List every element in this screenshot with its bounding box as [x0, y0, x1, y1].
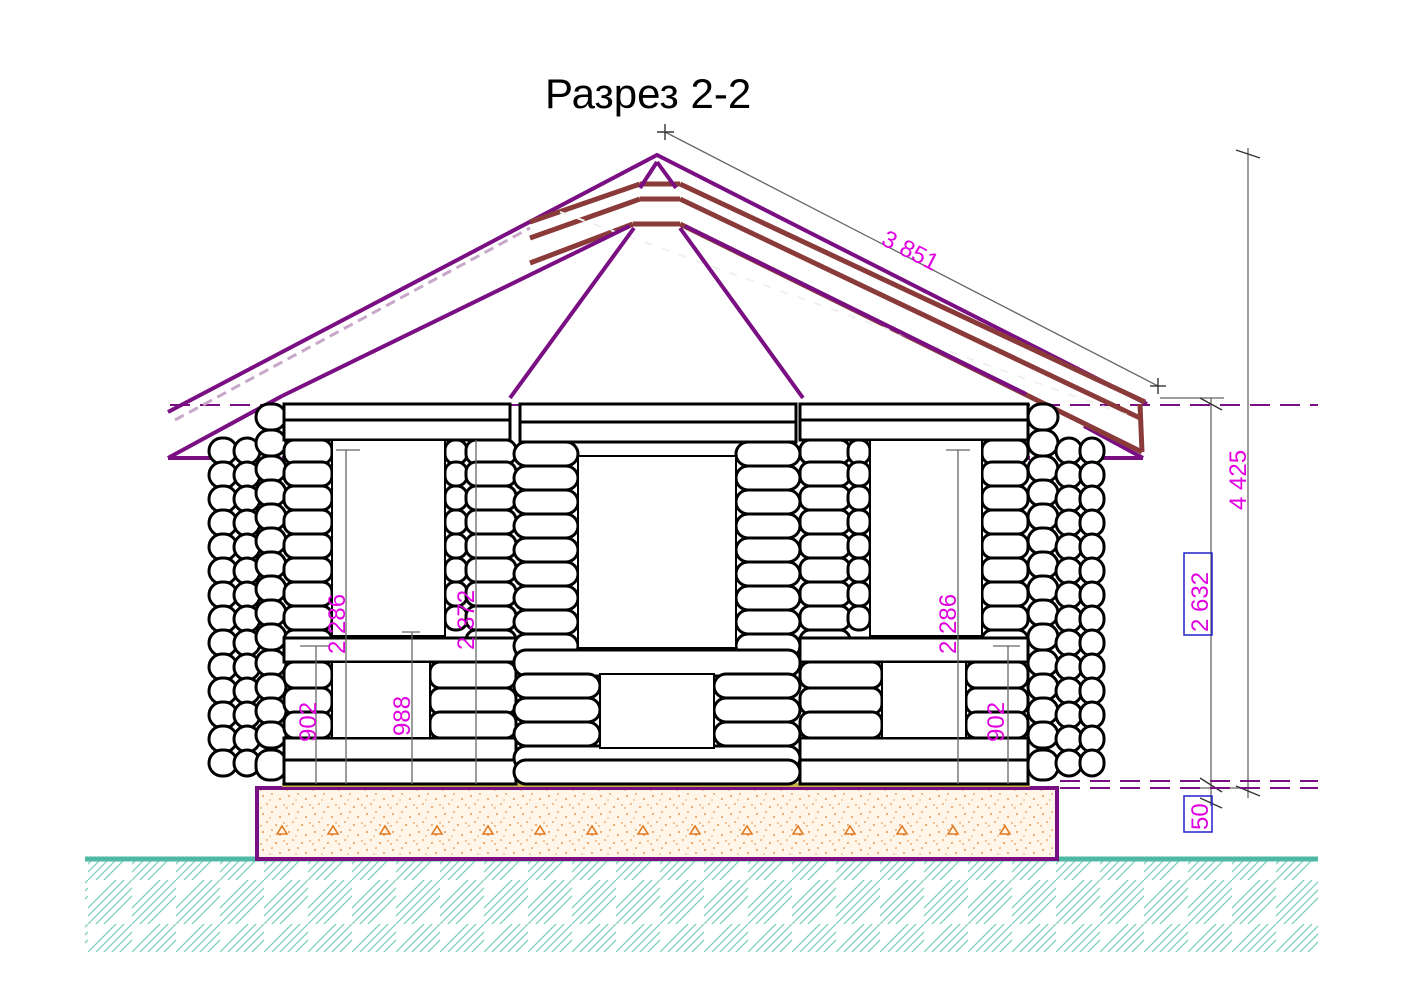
rafter-dimension: 3 851	[657, 124, 1166, 394]
height-dimensions: 4 425 2 632 50	[1060, 148, 1318, 833]
ground-hatch	[85, 860, 1318, 952]
right-sill-height-label: 902	[983, 702, 1010, 742]
right-window-opening	[869, 439, 983, 637]
left-door-height-label: 2 372	[453, 590, 480, 650]
right-window-height-label: 2 286	[935, 594, 962, 654]
total-height-label: 4 425	[1225, 450, 1252, 510]
right-outer-log-stack	[1054, 436, 1106, 778]
left-outer-log-stack	[207, 436, 262, 778]
left-lower-wall-logs	[282, 636, 518, 786]
log-walls	[207, 402, 1106, 786]
left-sill-height-label: 902	[295, 702, 322, 742]
left-corner-log-column	[254, 402, 288, 782]
rafter-length-label: 3 851	[877, 225, 943, 276]
right-corner-log-column	[1026, 402, 1060, 782]
left-lower-opening	[331, 661, 431, 739]
door-jamb-logs	[512, 440, 802, 786]
wall-height-label: 2 632	[1187, 572, 1214, 632]
door-sill-height-label: 988	[389, 696, 416, 736]
foundation-slab	[255, 786, 1059, 861]
plinth-height-label: 50	[1187, 803, 1214, 830]
section-title: Разрез 2-2	[545, 70, 751, 117]
left-window-jamb-logs	[282, 438, 518, 656]
left-window-height-label: 2 286	[324, 594, 351, 654]
door-lower-opening	[599, 673, 715, 749]
interior-dimensions: 2 286 2 372 902 988 2 286 902	[295, 440, 1020, 784]
left-window-opening	[331, 439, 446, 637]
right-lower-opening	[881, 661, 967, 739]
door-opening	[577, 455, 737, 649]
foundation-aggregate	[275, 824, 1012, 835]
top-beam-logs	[282, 402, 1030, 444]
openings	[331, 439, 983, 749]
right-lower-wall-logs	[798, 636, 1030, 786]
